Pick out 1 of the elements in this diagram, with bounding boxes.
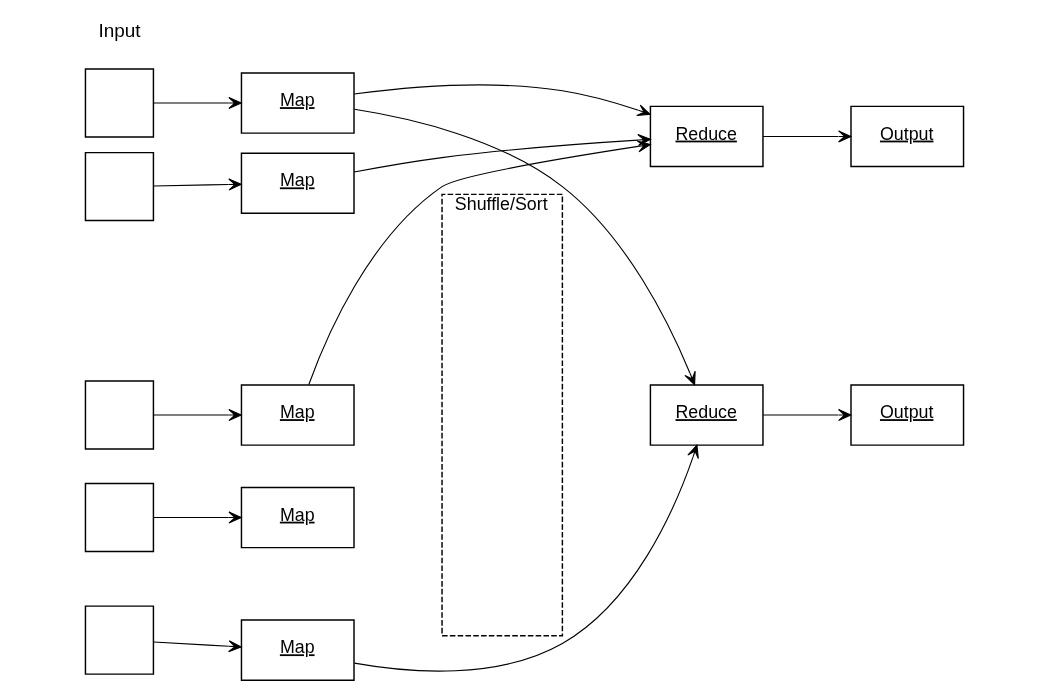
label: Input bbox=[98, 20, 141, 42]
